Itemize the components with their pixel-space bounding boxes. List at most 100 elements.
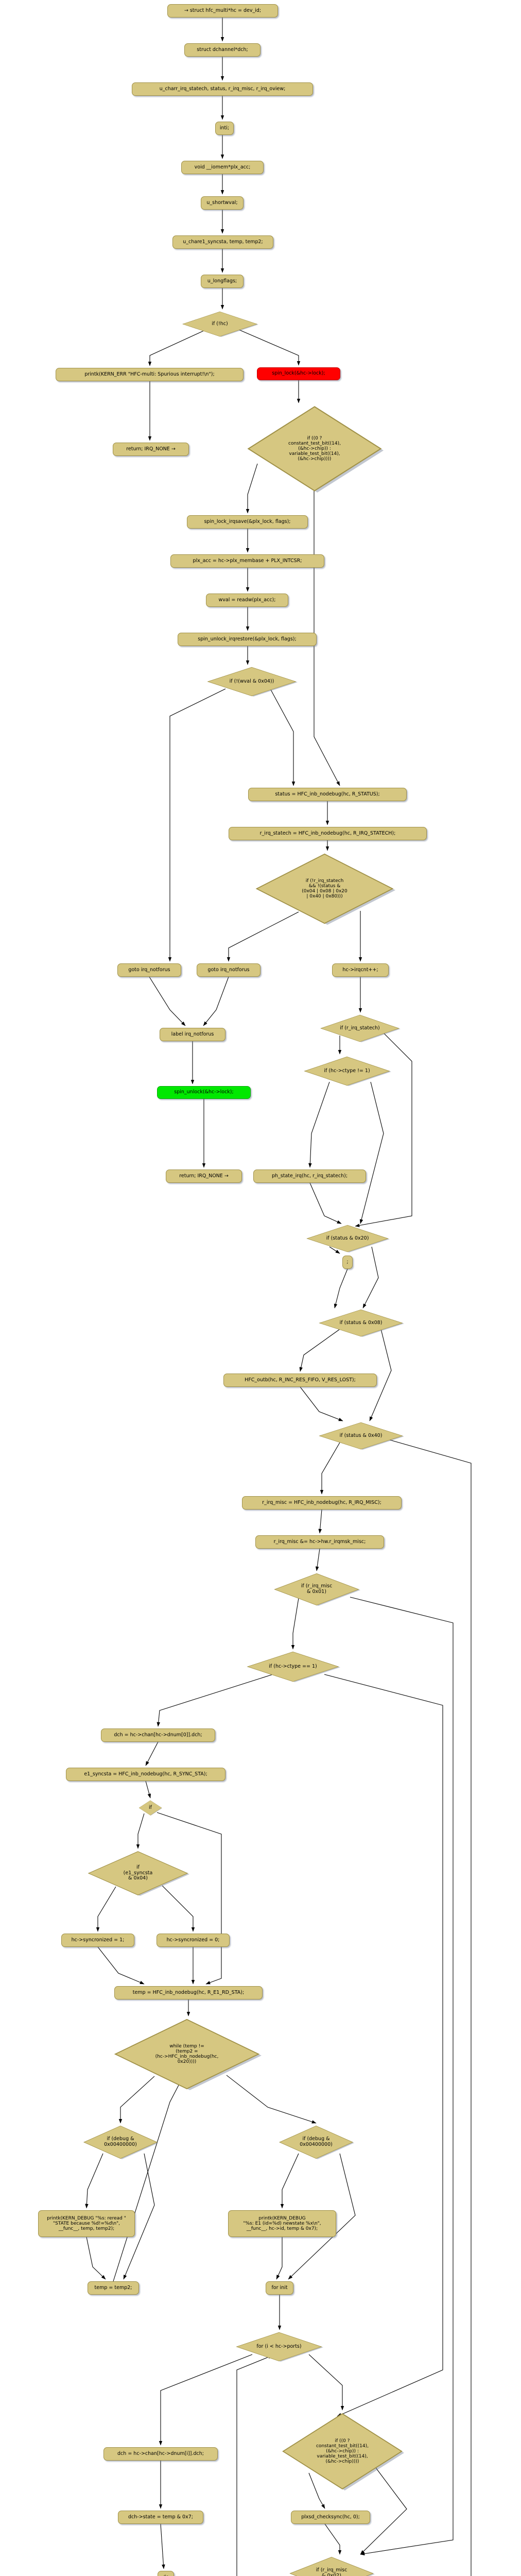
decision-wval-0x04[interactable]: if (!(wval & 0x04))	[206, 667, 298, 697]
node-goto-irq-notforus-1[interactable]: goto irq_notforus	[117, 963, 181, 977]
decision-r-irq-misc-0x01[interactable]: if (r_irq_misc & 0x01)	[273, 1573, 360, 1606]
node-label: if (r_irq_misc & 0x01)	[301, 1583, 333, 1595]
node-label: for (i < hc->ports)	[256, 2343, 302, 2349]
node-decl-flags[interactable]: u_longflags;	[201, 275, 244, 288]
node-decl-hc[interactable]: → struct hfc_multi*hc = dev_id;	[167, 4, 278, 18]
node-label: if (status & 0x20)	[326, 1235, 369, 1241]
node-return-irq-none-1[interactable]: return; IRQ_NONE →	[113, 443, 189, 456]
decision-ctype-eq-1[interactable]: if (hc->ctype == 1)	[246, 1651, 340, 1682]
node-label: wval = readw(plx_acc);	[218, 597, 276, 603]
decision-debug-mask-2[interactable]: if (debug & 0x00400000)	[278, 2125, 354, 2159]
decision-r-irq-misc-0x02[interactable]: if (r_irq_misc & 0x02)	[288, 2556, 375, 2576]
node-return-irq-none-2[interactable]: return; IRQ_NONE →	[166, 1170, 242, 1183]
decision-test-bit-14-chip-2[interactable]: if ((0 ? constant_test_bit((14), (&hc->c…	[281, 2412, 404, 2490]
node-wval-readw[interactable]: wval = readw(plx_acc);	[206, 594, 288, 607]
node-irqcnt-increment[interactable]: hc->irqcnt++;	[332, 963, 389, 977]
node-decl-inti[interactable]: inti;	[215, 122, 234, 135]
node-temp-assign-temp2[interactable]: temp = temp2;	[88, 2281, 139, 2295]
decision-for-i-lt-ports[interactable]: for (i < hc->ports)	[235, 2332, 323, 2362]
node-label: return; IRQ_NONE →	[126, 446, 176, 452]
node-label: goto irq_notforus	[128, 967, 170, 973]
node-status-read[interactable]: status = HFC_inb_nodebug(hc, R_STATUS);	[248, 788, 407, 801]
node-label: u_charr_irq_statech, status, r_irq_misc,…	[159, 86, 286, 92]
node-dch-assign-dnum-i[interactable]: dch = hc->chan[hc->dnum[i]].dch;	[103, 2447, 218, 2461]
node-label: if (!(wval & 0x04))	[229, 678, 274, 684]
node-label: inti;	[219, 125, 230, 131]
node-do-block[interactable]: do	[158, 2571, 174, 2576]
decision-test-bit-14-chip[interactable]: if ((0 ? constant_test_bit((14), (&hc->c…	[246, 405, 384, 493]
node-label: r_irq_misc = HFC_inb_nodebug(hc, R_IRQ_M…	[262, 1499, 381, 1505]
node-label: if (!r_irq_statech && !(status & (0x04 |…	[302, 878, 348, 900]
node-label: temp = temp2;	[94, 2284, 132, 2291]
node-label: goto irq_notforus	[207, 967, 250, 973]
node-hfc-outb-res-lost[interactable]: HFC_outb(hc, R_INC_RES_FIFO, V_RES_LOST)…	[223, 1374, 377, 1387]
node-label-irq-notforus[interactable]: label irq_notforus	[160, 1028, 225, 1041]
node-decl-uchar[interactable]: u_charr_irq_statech, status, r_irq_misc,…	[132, 82, 313, 96]
node-label: label irq_notforus	[171, 1031, 214, 1037]
node-label: status = HFC_inb_nodebug(hc, R_STATUS);	[275, 791, 380, 797]
decision-while-temp-neq-temp2[interactable]: while (temp != (temp2 = (hc->HFC_inb_nod…	[112, 2018, 262, 2090]
decision-status-0x20[interactable]: if (status & 0x20)	[305, 1225, 390, 1252]
node-label: if (hc->ctype == 1)	[269, 1663, 317, 1669]
decision-status-0x40[interactable]: if (status & 0x40)	[318, 1422, 404, 1450]
node-ph-state-irq[interactable]: ph_state_irq(hc, r_irq_statech);	[253, 1170, 366, 1183]
node-label: e1_syncsta = HFC_inb_nodebug(hc, R_SYNC_…	[84, 1771, 207, 1777]
decision-ctype-not-1[interactable]: if (hc->ctype != 1)	[303, 1056, 391, 1086]
diamond-shape	[182, 311, 258, 337]
node-label: dch = hc->chan[hc->dnum[i]].dch;	[117, 2450, 204, 2456]
node-dch-assign-dnum0[interactable]: dch = hc->chan[hc->dnum[0]].dch;	[101, 1728, 215, 1742]
node-spin-unlock-1[interactable]: spin_unlock(&hc->lock);	[157, 1086, 251, 1099]
node-e1-syncsta-read[interactable]: e1_syncsta = HFC_inb_nodebug(hc, R_SYNC_…	[66, 1768, 225, 1781]
node-syncronized-0[interactable]: hc->syncronized = 0;	[157, 1934, 230, 1947]
diamond-shape	[138, 1800, 162, 1816]
node-label: if	[149, 1804, 152, 1810]
diamond-shape	[236, 2332, 323, 2362]
node-label: if (status & 0x40)	[339, 1432, 383, 1438]
node-label: for init	[271, 2284, 288, 2291]
node-spin-lock[interactable]: spin_lock(&hc->lock);	[257, 367, 340, 380]
node-label: if (r_irq_statech)	[340, 1025, 380, 1031]
node-empty-statement[interactable]: ;	[342, 1256, 353, 1269]
node-temp-read-e1-rd-sta[interactable]: temp = HFC_inb_nodebug(hc, R_E1_RD_STA);	[114, 1986, 263, 1999]
node-spin-lock-irqsave-plx[interactable]: spin_lock_irqsave(&plx_lock, flags);	[187, 515, 308, 529]
node-syncronized-1[interactable]: hc->syncronized = 1;	[61, 1934, 134, 1947]
node-goto-irq-notforus-2[interactable]: goto irq_notforus	[197, 963, 260, 977]
node-label: u_chare1_syncsta, temp, temp2;	[183, 239, 263, 245]
node-label: r_irq_misc &= hc->hw.r_irqmsk_misc;	[273, 1538, 366, 1545]
decision-no-irq-for-us[interactable]: if (!r_irq_statech && !(status & (0x04 |…	[254, 853, 395, 925]
node-r-irq-misc-mask[interactable]: r_irq_misc &= hc->hw.r_irqmsk_misc;	[255, 1535, 384, 1549]
node-r-irq-misc-read[interactable]: r_irq_misc = HFC_inb_nodebug(hc, R_IRQ_M…	[242, 1496, 402, 1510]
node-label: spin_unlock_irqrestore(&plx_lock, flags)…	[198, 636, 297, 642]
decision-debug-mask-1[interactable]: if (debug & 0x00400000)	[82, 2125, 159, 2159]
decision-e1-syncsta-0x04[interactable]: if (e1_syncsta & 0x04)	[86, 1851, 189, 1896]
diamond-shape	[320, 1014, 401, 1042]
node-printk-reread-state[interactable]: printk(KERN_DEBUG "%s: reread " "STATE b…	[38, 2210, 135, 2237]
node-decl-dch[interactable]: struct dchannel*dch;	[184, 43, 260, 57]
node-decl-wval[interactable]: u_shortwval;	[201, 196, 244, 210]
decision-status-0x08[interactable]: if (status & 0x08)	[318, 1309, 404, 1337]
decision-if-not-hc[interactable]: if (!hc)	[181, 311, 258, 337]
node-decl-plxacc[interactable]: void __iomem*plx_acc;	[181, 161, 264, 174]
diamond-shape	[279, 2125, 354, 2159]
diamond-shape	[319, 1422, 404, 1450]
node-printk-spurious[interactable]: printk(KERN_ERR "HFC-multi: Spurious int…	[56, 368, 244, 381]
node-spin-unlock-irqrestore-plx[interactable]: spin_unlock_irqrestore(&plx_lock, flags)…	[178, 633, 317, 646]
node-plxsd-checksync[interactable]: plxsd_checksync(hc, 0);	[291, 2511, 370, 2524]
diamond-shape	[304, 1056, 391, 1086]
node-label: plxsd_checksync(hc, 0);	[301, 2514, 360, 2520]
decision-if-short[interactable]: if	[138, 1800, 162, 1816]
decision-r-irq-statech[interactable]: if (r_irq_statech)	[319, 1014, 401, 1042]
node-decl-syncsta[interactable]: u_chare1_syncsta, temp, temp2;	[172, 235, 273, 249]
node-label: temp = HFC_inb_nodebug(hc, R_E1_RD_STA);	[132, 1989, 245, 1995]
node-for-init-ports[interactable]: for init	[266, 2281, 293, 2295]
diamond-shape	[319, 1309, 404, 1337]
node-dch-state-assign[interactable]: dch->state = temp & 0x7;	[118, 2511, 203, 2524]
node-plx-acc-assign[interactable]: plx_acc = hc->plx_membase + PLX_INTCSR;	[170, 554, 324, 568]
node-label: → struct hfc_multi*hc = dev_id;	[184, 7, 262, 13]
diamond-shape	[289, 2556, 375, 2576]
node-printk-e1-newstate[interactable]: printk(KERN_DEBUG "%s: E1 (id=%d) newsta…	[228, 2210, 336, 2237]
node-label: r_irq_statech = HFC_inb_nodebug(hc, R_IR…	[259, 830, 396, 836]
node-r-irq-statech-read[interactable]: r_irq_statech = HFC_inb_nodebug(hc, R_IR…	[229, 827, 427, 840]
node-label: dch = hc->chan[hc->dnum[0]].dch;	[114, 1732, 202, 1738]
node-label: printk(KERN_DEBUG "%s: reread " "STATE b…	[47, 2215, 126, 2232]
